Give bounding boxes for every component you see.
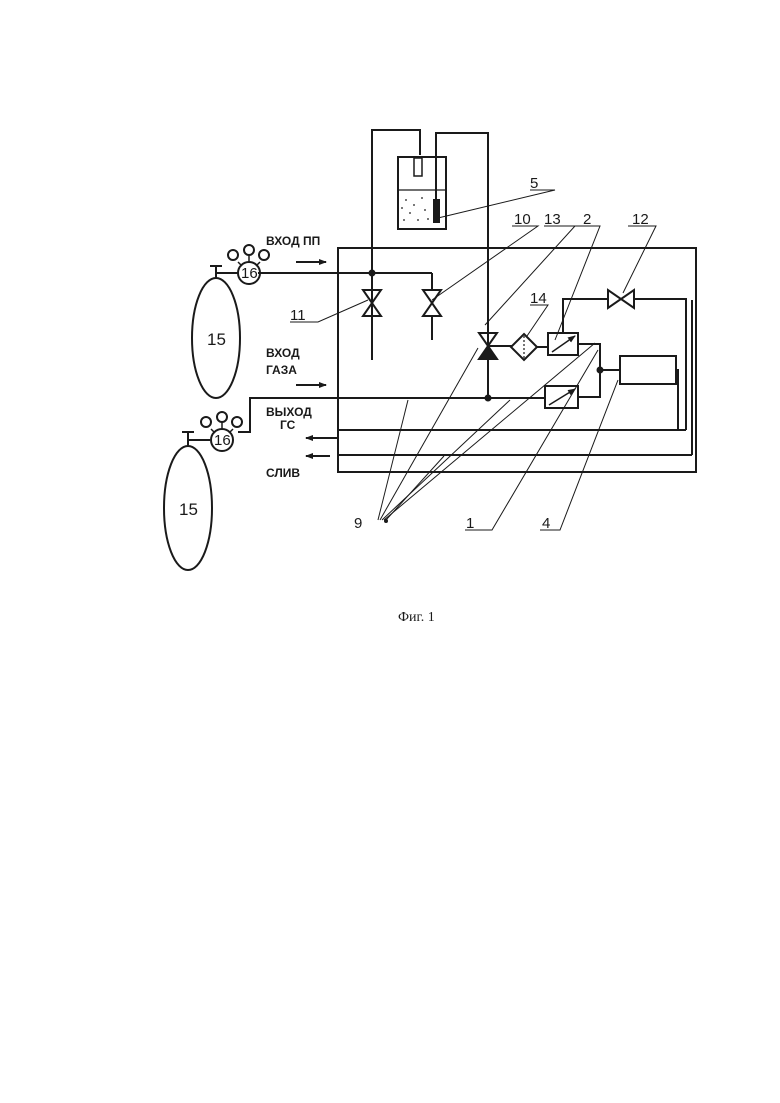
callout-11: 11 [290, 307, 306, 324]
callout-1: 1 [466, 515, 474, 532]
flow-controller-1 [545, 386, 578, 408]
callout-5: 5 [530, 175, 538, 192]
flow-controller-2 [548, 333, 578, 355]
leader-lines [290, 190, 656, 530]
callout-13: 13 [544, 211, 561, 228]
label-inlet-pp: ВХОД ПП [266, 234, 320, 248]
callout-16-top: 16 [241, 265, 258, 282]
callout-10: 10 [514, 211, 531, 228]
block-4 [620, 356, 676, 384]
label-drain: СЛИВ [266, 466, 300, 480]
callout-2: 2 [583, 211, 591, 228]
vessel-pipe-left [372, 130, 420, 360]
callout-16-bottom: 16 [214, 432, 231, 449]
vessel-liquid-dots [401, 197, 429, 221]
callout-9: 9 [354, 515, 362, 532]
callout-12: 12 [632, 211, 649, 228]
label-inlet-gas-line1: ВХОД [266, 346, 300, 360]
main-unit-frame [338, 248, 696, 472]
three-way-valve-13 [479, 333, 512, 398]
label-outlet-line1: ВЫХОД [266, 405, 312, 419]
filter-14 [511, 334, 537, 360]
valve-10 [423, 290, 441, 340]
callout-4: 4 [542, 515, 550, 532]
label-inlet-gas-line2: ГАЗА [266, 363, 297, 377]
callout-15-bottom: 15 [179, 500, 198, 519]
vessel-heater [434, 200, 439, 222]
callout-15-top: 15 [207, 330, 226, 349]
label-outlet-line2: ГС [280, 418, 296, 432]
figure-caption: Фиг. 1 [398, 610, 435, 625]
vessel-sensor [414, 158, 422, 176]
callout-14: 14 [530, 290, 547, 307]
